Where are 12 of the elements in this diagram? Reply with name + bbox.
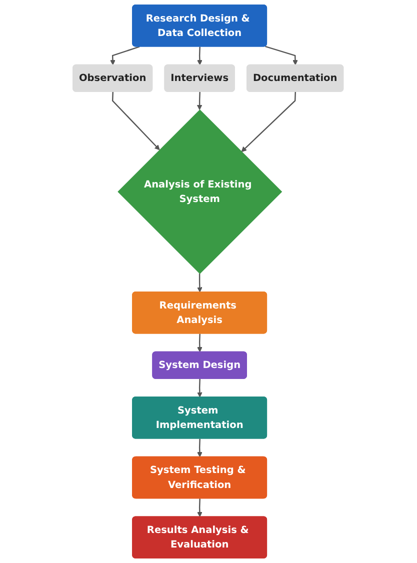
arrow	[197, 438, 203, 458]
arrow	[110, 46, 140, 66]
arrow	[112, 92, 160, 150]
arrow	[197, 92, 203, 110]
arrow	[197, 498, 203, 518]
arrow	[197, 378, 203, 398]
node-diamond: Analysis of Existing System	[118, 109, 283, 274]
arrow	[197, 334, 203, 352]
arrow	[242, 92, 296, 152]
arrow	[265, 46, 298, 66]
arrow	[197, 46, 203, 66]
arrow	[197, 274, 203, 292]
